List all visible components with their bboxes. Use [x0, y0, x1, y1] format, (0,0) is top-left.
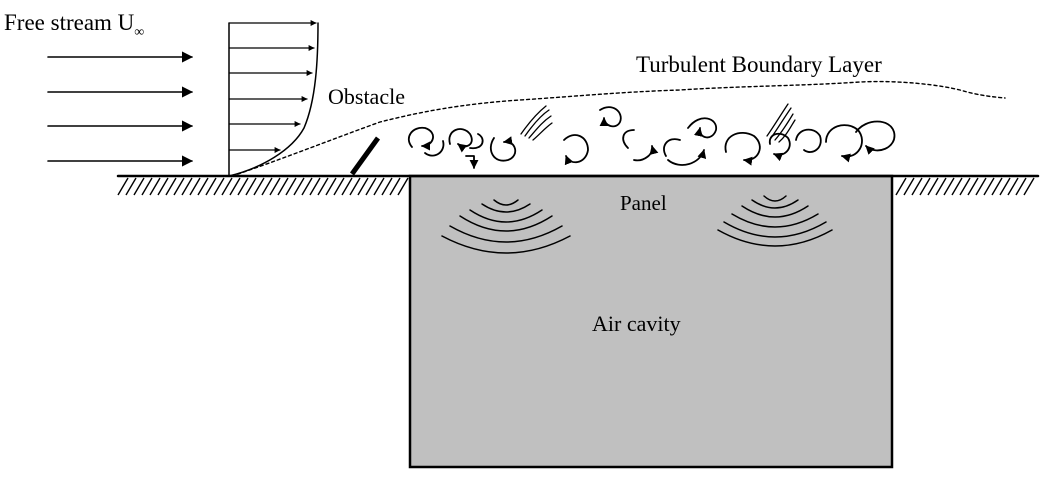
obstacle-plate [349, 136, 381, 176]
free-stream-arrows [47, 51, 194, 167]
hatch-mark [173, 177, 185, 196]
hatch-mark [991, 177, 1003, 196]
hatch-mark [341, 177, 353, 196]
free-stream-label: Free stream U∞ [4, 10, 144, 40]
hatch-mark [333, 177, 345, 196]
vortex [768, 132, 791, 162]
vortices [407, 106, 896, 169]
hatch-mark [927, 177, 939, 196]
hatch-mark [317, 177, 329, 196]
hatch-mark [1023, 177, 1035, 196]
hatch-mark [381, 177, 393, 196]
hatch-mark [237, 177, 249, 196]
vortex [448, 128, 473, 153]
hatch-mark [309, 177, 321, 196]
hatch-mark [197, 177, 209, 196]
vortex [633, 145, 659, 162]
hatch-mark [301, 177, 313, 196]
vortex [424, 140, 445, 157]
hatch-mark [919, 177, 931, 196]
vortex [687, 117, 717, 139]
turbulent-boundary-layer-label: Turbulent Boundary Layer [636, 52, 882, 77]
hatch-mark [229, 177, 241, 196]
hatch-mark [277, 177, 289, 196]
vortex [795, 128, 822, 153]
hatch-mark [1015, 177, 1027, 196]
hatch-mark [967, 177, 979, 196]
hatch-mark [141, 177, 153, 196]
air-cavity-box [408, 174, 894, 469]
hatch-mark [975, 177, 987, 196]
hatch-mark [943, 177, 955, 196]
vortex [563, 134, 589, 166]
hatch-mark [999, 177, 1011, 196]
hatch-mark [959, 177, 971, 196]
vortex [855, 120, 896, 155]
hatch-mark [389, 177, 401, 196]
hatch-mark [189, 177, 201, 196]
vortex [667, 149, 707, 166]
vortex [489, 136, 517, 162]
acoustic-waves-left [441, 199, 571, 254]
hatch-mark [133, 177, 145, 196]
hatch-mark [1007, 177, 1019, 196]
hatch-mark [269, 177, 281, 196]
hatch-mark [125, 177, 137, 196]
boundary-layer-edge [231, 80, 1006, 177]
hatch-mark [253, 177, 265, 196]
acoustic-waves-right [717, 195, 833, 247]
hatch-mark [221, 177, 233, 196]
velocity-profile-curve [228, 22, 319, 177]
vortex [407, 126, 434, 151]
hatch-mark [261, 177, 273, 196]
hatch-mark [293, 177, 305, 196]
velocity-profile [228, 20, 319, 177]
hatch-mark [213, 177, 225, 196]
hatch-mark [983, 177, 995, 196]
hatch-mark [951, 177, 963, 196]
obstacle-label: Obstacle [328, 84, 405, 109]
hatch-mark [895, 177, 907, 196]
vortex [724, 131, 761, 166]
hatch-mark [285, 177, 297, 196]
hatch-mark [373, 177, 385, 196]
panel-label: Panel [620, 191, 667, 215]
wall-hatching [117, 177, 1035, 196]
hatch-mark [903, 177, 915, 196]
hatch-mark [117, 177, 129, 196]
hatch-mark [149, 177, 161, 196]
vortex [469, 133, 484, 150]
hatch-mark [245, 177, 257, 196]
hatch-mark [365, 177, 377, 196]
hatch-mark [205, 177, 217, 196]
air-cavity-label: Air cavity [592, 311, 681, 336]
hatch-mark [181, 177, 193, 196]
hatch-mark [397, 177, 409, 196]
hatch-mark [349, 177, 361, 196]
hatch-mark [935, 177, 947, 196]
boundary-layer-sources [520, 103, 796, 143]
hatch-mark [157, 177, 169, 196]
vortex [599, 106, 622, 128]
vortex [622, 129, 635, 149]
infinity-subscript: ∞ [134, 25, 144, 40]
hatch-mark [357, 177, 369, 196]
vortex [663, 138, 681, 157]
hatch-mark [911, 177, 923, 196]
hatch-mark [325, 177, 337, 196]
hatch-mark [165, 177, 177, 196]
vortex [465, 155, 479, 169]
